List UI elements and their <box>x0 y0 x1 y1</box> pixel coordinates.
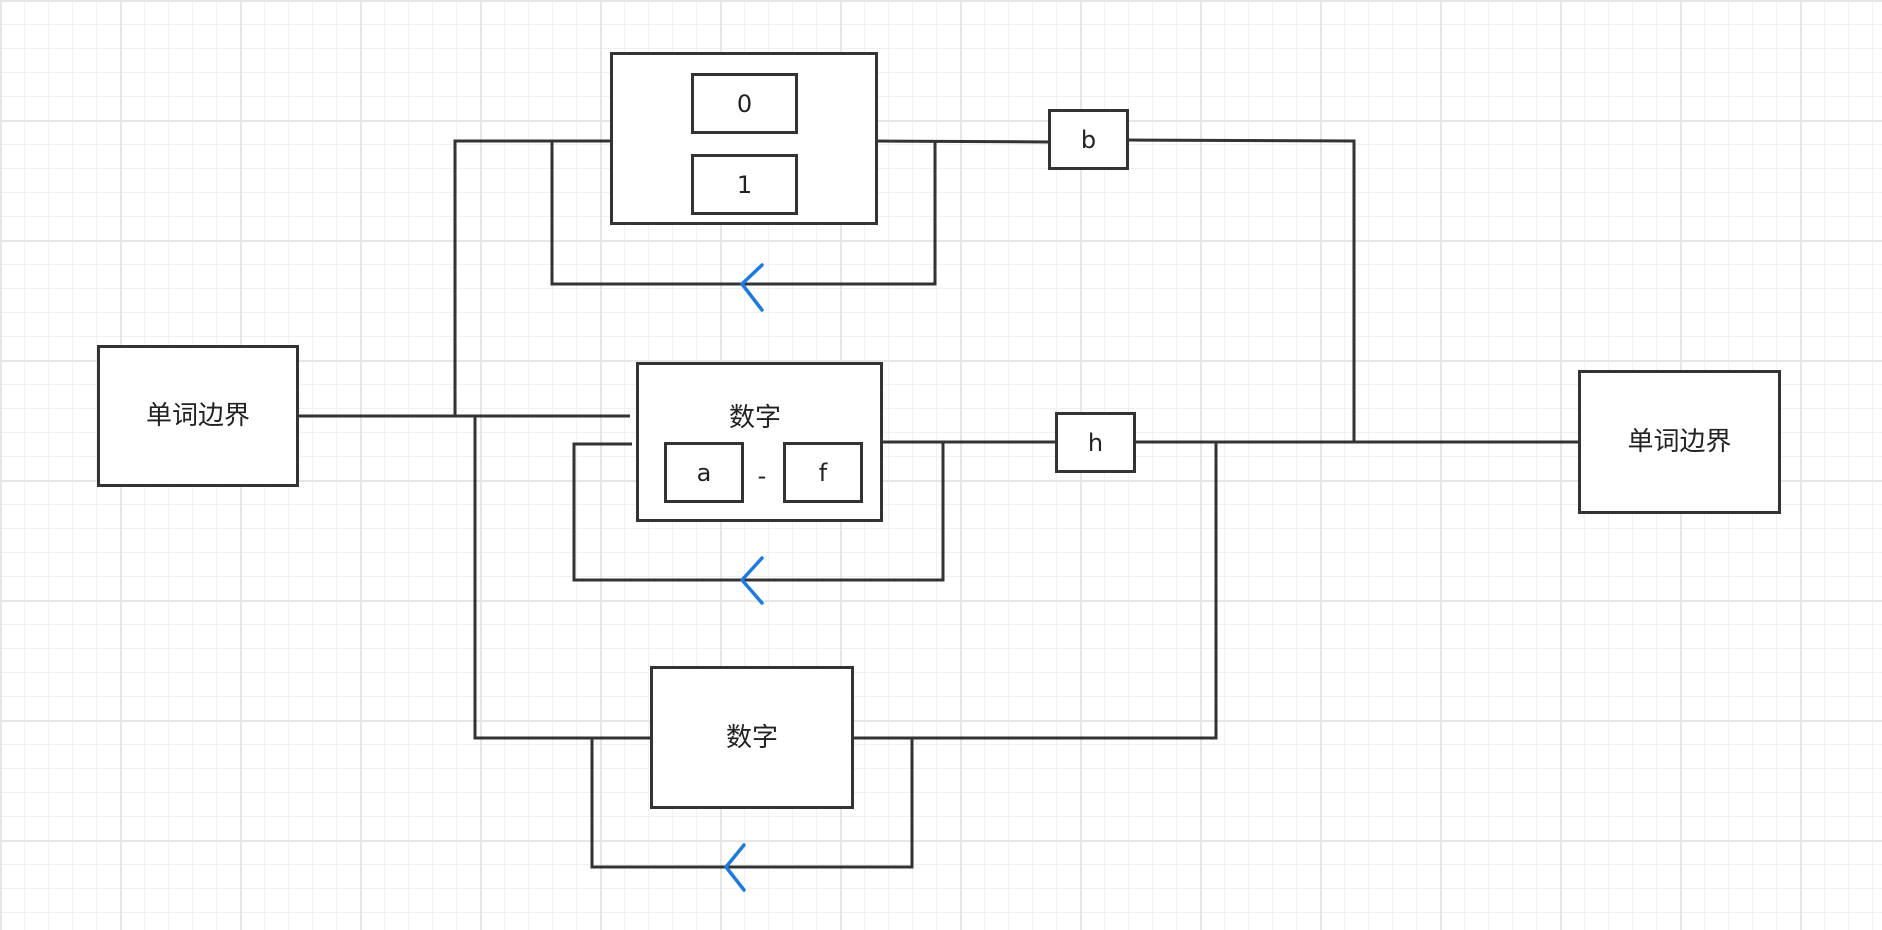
char-b-node[interactable]: b <box>1048 109 1129 170</box>
word-boundary-start-label: 单词边界 <box>145 401 251 431</box>
decimal-digit-label: 数字 <box>725 722 779 753</box>
digit-one-label: 1 <box>736 170 753 199</box>
word-boundary-end-node[interactable]: 单词边界 <box>1578 370 1781 514</box>
digit-zero-node[interactable]: 0 <box>691 73 798 134</box>
digit-one-node[interactable]: 1 <box>691 154 798 215</box>
connector-bottom-branch-out <box>852 442 1218 740</box>
hex-range-to-label: f <box>818 458 828 487</box>
loop-arrows <box>724 263 764 892</box>
decimal-digit-node[interactable]: 数字 <box>650 666 854 809</box>
hex-range-from-label: a <box>696 458 712 487</box>
chevron-left-icon <box>724 843 746 892</box>
connector-bottom-branch-in <box>473 416 651 740</box>
connector-top-branch-in <box>453 139 612 416</box>
hex-range-dash: - <box>757 462 767 490</box>
loop-digit <box>590 738 914 869</box>
hex-range-to-node[interactable]: f <box>783 442 863 503</box>
char-h-label: h <box>1087 428 1104 457</box>
word-boundary-end-label: 单词边界 <box>1627 427 1732 457</box>
char-h-node[interactable]: h <box>1055 412 1136 473</box>
chevron-left-icon <box>740 556 764 605</box>
connector-b-out <box>1127 138 1356 442</box>
connector-top-branch-out <box>875 139 1051 144</box>
hex-range-from-node[interactable]: a <box>664 442 744 503</box>
loop-hex <box>572 442 945 582</box>
word-boundary-start-node[interactable]: 单词边界 <box>97 345 299 487</box>
char-b-label: b <box>1080 125 1097 154</box>
hex-digit-group[interactable]: 数字 a - f <box>636 362 883 522</box>
hex-group-title: 数字 <box>728 403 782 433</box>
digit-zero-label: 0 <box>736 89 753 118</box>
chevron-left-icon <box>740 263 764 312</box>
binary-digit-group[interactable]: 0 1 <box>610 52 878 225</box>
